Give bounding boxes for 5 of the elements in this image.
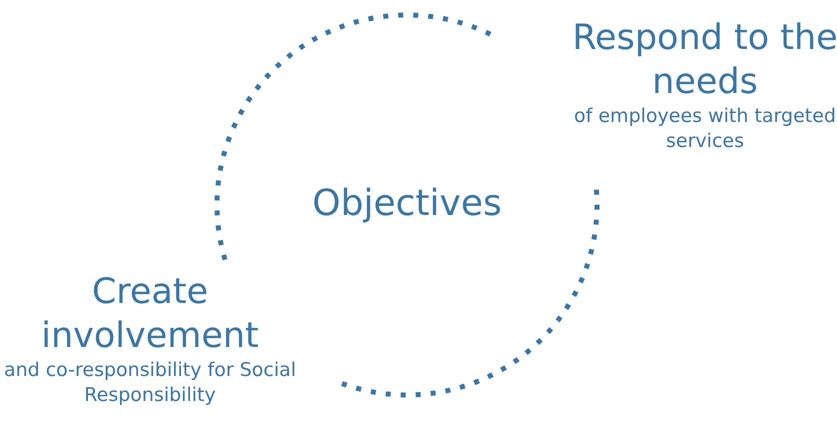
objective-heading: Create involvement <box>40 271 260 358</box>
objective-description: of employees with targeted services <box>573 104 837 154</box>
center-label: Objectives <box>312 182 502 226</box>
objective-description: and co-responsibility for Social Responsibility <box>2 358 298 408</box>
objective-heading: Respond to the needs <box>571 17 837 104</box>
